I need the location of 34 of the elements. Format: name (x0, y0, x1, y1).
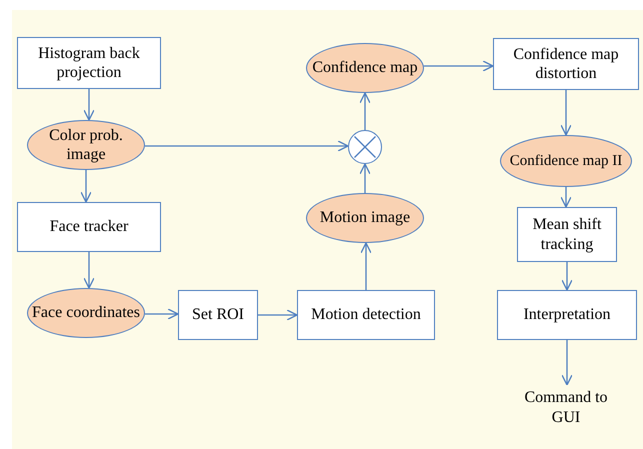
node-label: Histogram back projection (37, 44, 141, 82)
arrow (80, 170, 92, 203)
node-label: Confidence map distortion (512, 44, 620, 84)
arrow (360, 242, 372, 290)
arrow (561, 262, 573, 291)
arrow (258, 309, 298, 321)
process-box (17, 202, 161, 252)
node-label: Set ROI (191, 305, 245, 325)
arrow (144, 140, 349, 152)
node-label: Mean shift tracking (532, 215, 602, 254)
arrow (424, 60, 494, 72)
node-label: Face tracker (48, 217, 130, 237)
arrow (83, 252, 95, 289)
arrow (560, 90, 572, 136)
node-label: Interpretation (522, 305, 612, 325)
node-label: Color prob. image (48, 126, 124, 164)
output-label: Command to GUI (523, 388, 609, 427)
process-box (497, 290, 637, 340)
arrow (359, 92, 371, 130)
process-box (17, 37, 161, 89)
arrow (561, 340, 573, 386)
process-box (493, 38, 639, 90)
arrow (83, 89, 95, 121)
process-box (297, 290, 435, 340)
node-label: Face coordinates (31, 303, 141, 323)
node-label: Confidence map (311, 58, 419, 78)
node-label: Motion detection (310, 305, 422, 325)
arrow (144, 308, 179, 320)
process-box (178, 290, 258, 340)
arrow (560, 187, 572, 208)
arrow (359, 163, 371, 193)
node-label: Confidence map II (508, 152, 624, 170)
node-label: Motion image (318, 208, 412, 228)
process-box (517, 207, 617, 262)
